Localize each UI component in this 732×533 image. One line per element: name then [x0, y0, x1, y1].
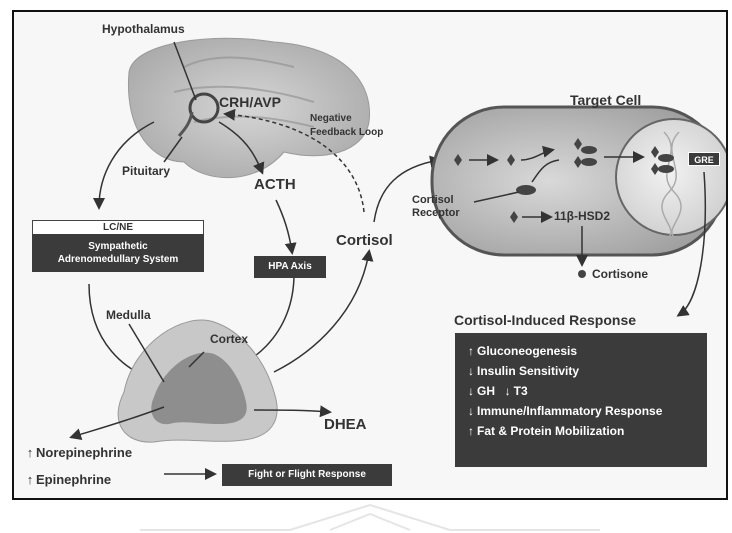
- lc-ne-label: LC/NE: [103, 222, 133, 233]
- medulla-pointer: [128, 323, 165, 383]
- diagram-frame: Hypothalamus CRH/AVP Pituitary Negative …: [12, 10, 728, 500]
- norepinephrine-row: ↑Norepinephrine: [24, 445, 132, 460]
- response-panel: ↑Gluconeogenesis ↓Insulin Sensitivity ↓G…: [455, 333, 707, 467]
- insulin-item: ↓Insulin Sensitivity: [465, 364, 697, 378]
- hsd2-label: 11β-HSD2: [554, 209, 611, 223]
- cortisone-dot: [578, 270, 586, 278]
- up-arrow-icon: ↑: [26, 445, 34, 460]
- receptor-complex: [574, 138, 597, 168]
- down-arrow-icon: ↓: [468, 404, 474, 418]
- adrenal-medulla: [151, 352, 247, 425]
- arrow-receptor-up: [531, 159, 560, 183]
- watermark-logo: [140, 503, 600, 531]
- epinephrine-row: ↑Epinephrine: [24, 472, 111, 487]
- nucleus: [615, 118, 726, 236]
- arrow-acth-to-hpa: [275, 199, 297, 255]
- arrow-to-receptor: [520, 145, 555, 161]
- cortisol-molecule-hsd: [510, 211, 518, 223]
- pituitary-stalk: [177, 111, 194, 137]
- brain-shape: [127, 37, 371, 179]
- down-arrow-icon: ↓: [468, 384, 474, 398]
- receptor-pointer: [473, 191, 520, 203]
- cortisol-receptor-shape: [516, 185, 536, 195]
- cortex-pointer: [188, 351, 205, 368]
- cortisol-molecule-outside: [454, 154, 462, 166]
- receptor-dimer-nucleus: [651, 146, 674, 175]
- norepinephrine-label: Norepinephrine: [36, 445, 133, 460]
- sympathetic-box: Sympathetic Adrenomedullary System: [32, 234, 204, 272]
- pituitary-label: Pituitary: [122, 164, 171, 178]
- hypothalamus-ring: [188, 92, 220, 124]
- hypothalamus-label: Hypothalamus: [102, 22, 185, 36]
- medulla-label: Medulla: [106, 308, 151, 322]
- arrow-adrenal-to-norepinephrine: [69, 406, 165, 440]
- dhea-label: DHEA: [324, 416, 367, 433]
- arrow-adrenal-to-dhea: [253, 405, 332, 418]
- gh-t3-item: ↓GH ↓T3: [465, 384, 697, 398]
- epinephrine-label: Epinephrine: [36, 472, 112, 487]
- down-arrow-icon: ↓: [468, 364, 474, 378]
- arrow-adrenal-to-cortisol: [273, 249, 374, 373]
- brain-folds: [173, 56, 315, 128]
- response-title: Cortisol-Induced Response: [454, 312, 637, 328]
- cortisol-label: Cortisol: [336, 232, 393, 249]
- up-arrow-icon: ↑: [468, 424, 474, 438]
- up-arrow-icon: ↑: [26, 472, 34, 487]
- lc-ne-box: LC/NE: [32, 220, 204, 234]
- cortisone-label: Cortisone: [592, 267, 649, 281]
- target-cell-label: Target Cell: [570, 92, 642, 108]
- arrow-brain-to-lcne: [93, 121, 155, 210]
- gluconeogenesis-item: ↑Gluconeogenesis: [465, 344, 697, 358]
- crh-avp-label: CRH/AVP: [219, 94, 281, 110]
- arrow-negative-feedback: [223, 108, 365, 213]
- cortisol-molecule-inside: [507, 154, 515, 166]
- fight-flight-box: Fight or Flight Response: [222, 464, 392, 486]
- cortex-label: Cortex: [210, 332, 249, 346]
- arrow-cortisol-to-cell: [373, 155, 442, 223]
- pituitary-pointer: [163, 136, 183, 163]
- hpa-axis-box: HPA Axis: [254, 256, 326, 278]
- immune-item: ↓Immune/Inflammatory Response: [465, 404, 697, 418]
- dna-helix: [661, 131, 682, 238]
- arrow-hypo-to-acth: [218, 121, 265, 175]
- cortisol-receptor-label: Cortisol Receptor: [412, 194, 460, 219]
- acth-label: ACTH: [254, 176, 296, 193]
- up-arrow-icon: ↑: [468, 344, 474, 358]
- down-arrow-icon: ↓: [504, 384, 511, 398]
- negative-feedback-label: Negative Feedback Loop: [310, 113, 384, 138]
- diagram-artwork: [69, 37, 726, 480]
- fat-protein-item: ↑Fat & Protein Mobilization: [465, 424, 697, 438]
- arrow-gre-to-response: [676, 171, 707, 317]
- gre-box: GRE: [688, 152, 720, 166]
- hypothalamus-pointer: [173, 41, 197, 101]
